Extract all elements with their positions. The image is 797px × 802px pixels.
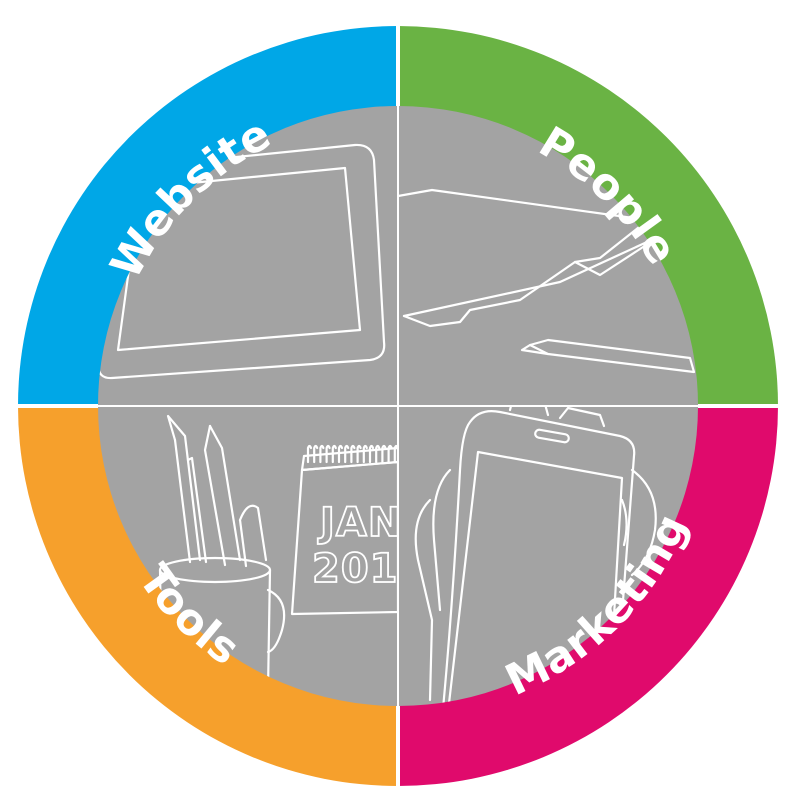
calendar-icon: JAN 2014 <box>290 444 427 616</box>
smartphone-icon <box>414 406 657 706</box>
calendar-year: 2014 <box>312 546 427 592</box>
calendar-month: JAN <box>317 500 402 546</box>
